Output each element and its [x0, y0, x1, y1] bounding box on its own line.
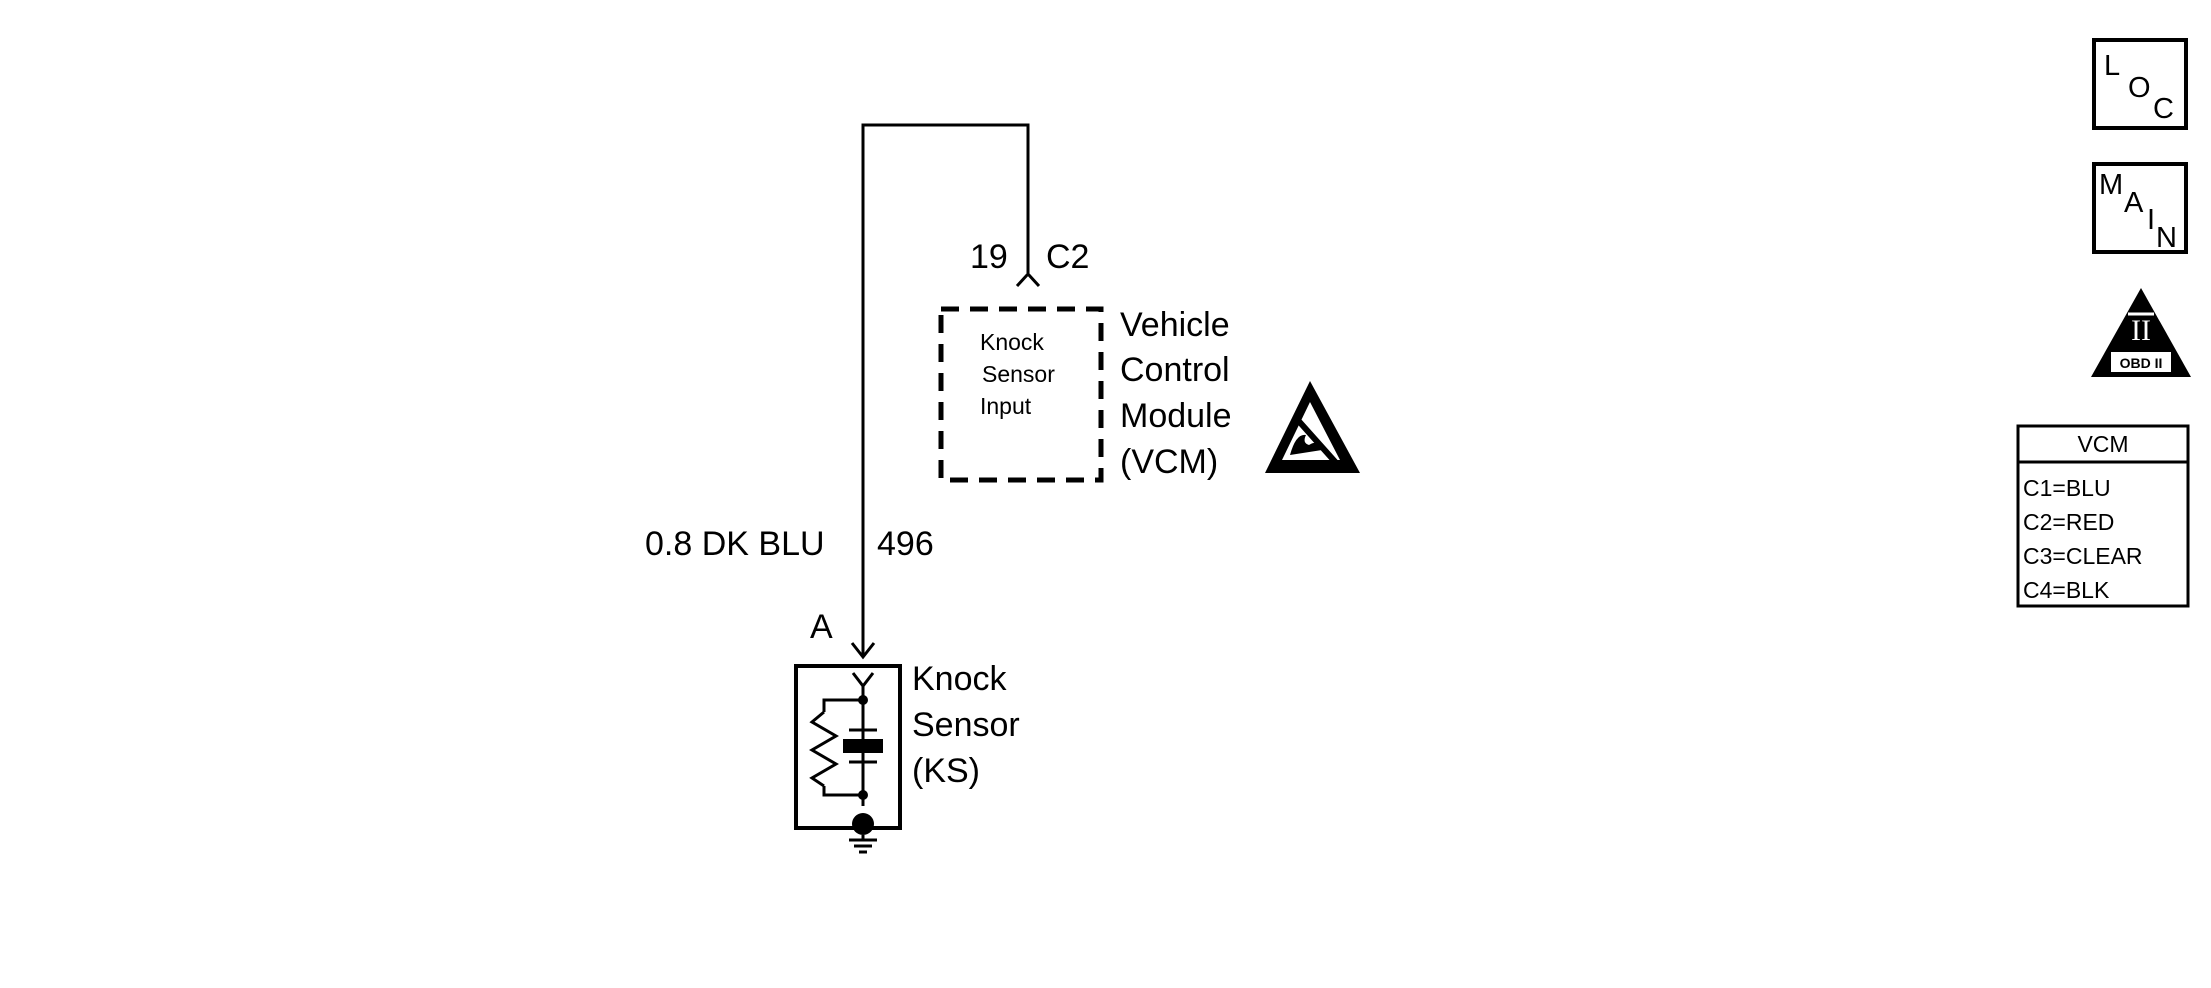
- connector-id: C2: [1046, 238, 1089, 276]
- legend-row: C4=BLK: [2023, 577, 2110, 603]
- main-letter-i: I: [2147, 204, 2155, 236]
- vcm-internal-label-2: Sensor: [982, 361, 1055, 387]
- vcm-internal-label-3: Input: [980, 393, 1032, 419]
- vcm-dashed-box: [938, 306, 1104, 483]
- connector-pin-symbol: [1015, 271, 1041, 288]
- connector-pin-number: 19: [970, 238, 1008, 276]
- wire-color-label: 0.8 DK BLU: [645, 525, 825, 563]
- sensor-title-line-2: Sensor: [912, 706, 1020, 744]
- vcm-legend: VCM C1=BLU C2=RED C3=CLEAR C4=BLK: [2016, 424, 2190, 608]
- loc-button[interactable]: L O C: [2092, 38, 2188, 130]
- main-letter-m: M: [2099, 169, 2123, 201]
- loc-letter-o: O: [2128, 72, 2151, 104]
- sensor-terminal-label: A: [810, 608, 833, 646]
- vcm-title-line-4: (VCM): [1120, 443, 1218, 481]
- obd-symbol: II: [2131, 314, 2151, 347]
- main-letter-n: N: [2156, 222, 2177, 254]
- legend-row: C3=CLEAR: [2023, 543, 2143, 569]
- vcm-internal-label-1: Knock: [980, 329, 1044, 355]
- sensor-title-line-3: (KS): [912, 752, 980, 790]
- legend-row: C1=BLU: [2023, 475, 2111, 501]
- sensor-title-line-1: Knock: [912, 660, 1007, 698]
- main-button[interactable]: M A I N: [2092, 162, 2188, 254]
- esd-warning-icon: [1265, 381, 1360, 473]
- loc-letter-c: C: [2153, 93, 2174, 125]
- loc-letter-l: L: [2104, 50, 2120, 82]
- wire-circuit-number: 496: [877, 525, 934, 563]
- vcm-title-line-3: Module: [1120, 397, 1232, 435]
- obd-ii-icon[interactable]: II OBD II: [2091, 288, 2191, 377]
- wire-496: [850, 123, 1030, 660]
- knock-sensor-symbol: [794, 664, 902, 854]
- vcm-title-line-2: Control: [1120, 351, 1230, 389]
- main-letter-a: A: [2124, 187, 2144, 219]
- legend-title: VCM: [2077, 431, 2128, 457]
- obd-caption: OBD II: [2120, 355, 2163, 371]
- legend-row: C2=RED: [2023, 509, 2114, 535]
- vcm-title-line-1: Vehicle: [1120, 306, 1230, 344]
